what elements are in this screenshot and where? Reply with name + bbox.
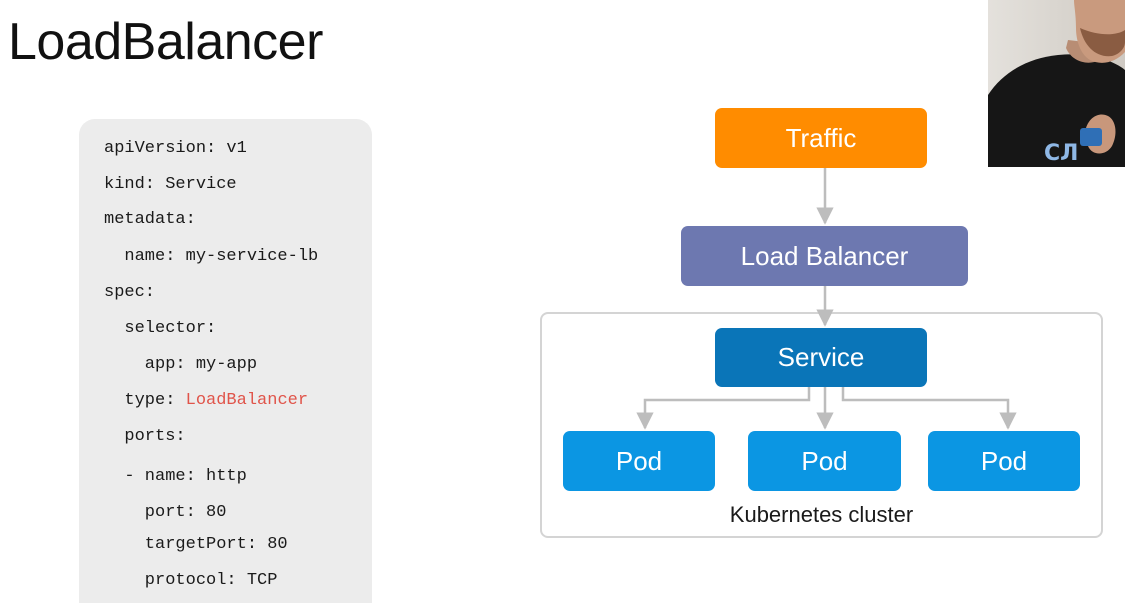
pod-box: Pod <box>928 431 1080 491</box>
webcam-overlay: СЛ <box>988 0 1125 167</box>
code-line: metadata: <box>104 210 196 229</box>
code-line: app: my-app <box>104 355 258 374</box>
pod-label: Pod <box>980 445 1028 476</box>
pod-box: Pod <box>563 431 715 491</box>
code-value-loadbalancer: LoadBalancer <box>185 391 309 410</box>
code-line: apiVersion: v1 <box>104 139 247 158</box>
shirt-print: СЛ <box>1044 141 1078 166</box>
code-panel <box>79 119 372 603</box>
code-line: port: 80 <box>104 503 227 522</box>
code-line: selector: <box>104 319 217 338</box>
code-line: name: my-service-lb <box>104 247 319 266</box>
service-label: Service <box>777 342 865 372</box>
code-line: protocol: TCP <box>104 571 278 590</box>
code-line: targetPort: 80 <box>104 535 288 554</box>
slide-title: LoadBalancer <box>8 13 323 71</box>
code-line: kind: Service <box>104 175 237 194</box>
code-line-type: type: LoadBalancer <box>104 391 308 411</box>
code-key-type: type: <box>104 391 186 410</box>
traffic-label: Traffic <box>785 122 857 153</box>
traffic-box: Traffic <box>715 108 927 168</box>
code-line: spec: <box>104 283 156 302</box>
code-line: ports: <box>104 427 186 446</box>
presenter-video: СЛ <box>988 0 1125 167</box>
pod-label: Pod <box>615 445 663 476</box>
service-box: Service <box>715 328 927 387</box>
kubernetes-cluster-label: Kubernetes cluster <box>729 502 914 527</box>
code-line: - name: http <box>104 467 247 486</box>
pod-label: Pod <box>801 445 848 476</box>
pod-box: Pod <box>748 431 901 491</box>
load-balancer-box: Load Balancer <box>681 226 968 286</box>
load-balancer-label: Load Balancer <box>740 240 909 271</box>
